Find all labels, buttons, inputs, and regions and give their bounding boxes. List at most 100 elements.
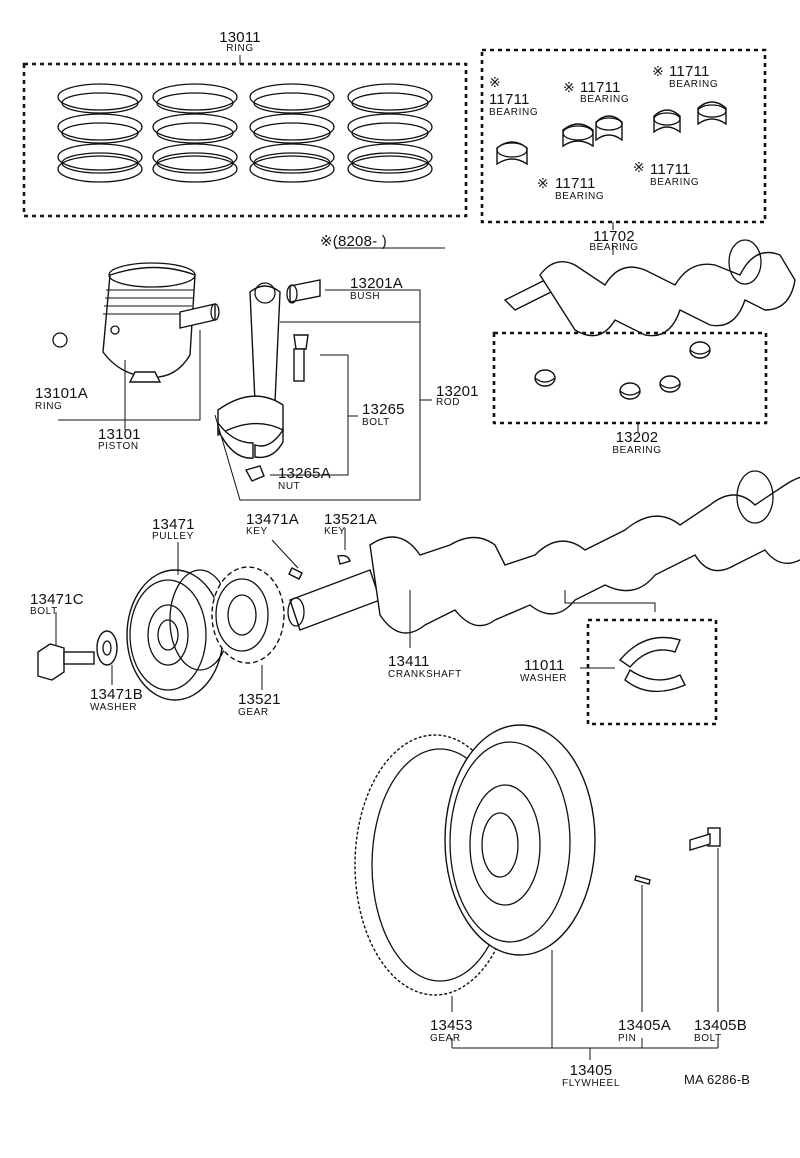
rod-bearing-shell-1 bbox=[534, 369, 556, 387]
bearing-e-mark: ※ bbox=[537, 175, 549, 191]
rod-bearing-set-group bbox=[492, 331, 768, 432]
rod-leader-lines bbox=[58, 289, 432, 501]
bearing-d-mark: ※ bbox=[633, 159, 645, 175]
bearing-b-name: BEARING bbox=[580, 94, 630, 105]
thrust-washer-dashed-box bbox=[586, 618, 718, 726]
bearing-c-mark: ※ bbox=[652, 63, 664, 79]
gear-key-name: KEY bbox=[324, 526, 346, 537]
bearing-a-name: BEARING bbox=[489, 107, 539, 118]
rod-nut-number: 13265A bbox=[278, 465, 331, 482]
flywheel-drawing bbox=[444, 724, 596, 1048]
thrust-washer-name: WASHER bbox=[520, 673, 568, 684]
bearing-e-number: 11711 bbox=[555, 175, 596, 192]
bearing-c-number: 11711 bbox=[669, 63, 710, 80]
ring-stack-1 bbox=[57, 83, 143, 183]
main-bearing-set-group bbox=[480, 48, 767, 230]
rod-nut-name: NUT bbox=[278, 481, 301, 492]
fw-bolt-name: BOLT bbox=[694, 1033, 722, 1044]
rod-name: ROD bbox=[436, 397, 461, 408]
washer-name: WASHER bbox=[90, 702, 138, 713]
pin-name: PIN bbox=[618, 1033, 637, 1044]
piston-ring-number: 13101A bbox=[35, 385, 88, 402]
ring-stack-2 bbox=[152, 83, 238, 183]
ring-stack-3 bbox=[249, 83, 335, 183]
pulley-drawing bbox=[126, 569, 231, 701]
pin-number: 13405A bbox=[618, 1017, 671, 1034]
bearing-shell-c bbox=[595, 115, 623, 142]
pulley-key-drawing bbox=[288, 567, 303, 580]
rod-bolt-name: BOLT bbox=[362, 417, 390, 428]
thrust-washer-number: 11011 bbox=[524, 657, 565, 674]
crank-gear-drawing bbox=[211, 566, 285, 664]
pulley-washer-drawing bbox=[96, 630, 118, 685]
ring-stack-4 bbox=[347, 83, 433, 183]
main-bearing-number: 11702 bbox=[593, 228, 635, 245]
rod-bush-drawing bbox=[286, 279, 321, 304]
rod-bearing-shell-2 bbox=[619, 382, 641, 400]
pulley-name: PULLEY bbox=[152, 531, 194, 542]
crankshaft-drawing bbox=[287, 470, 800, 648]
washer-number: 13471B bbox=[90, 686, 143, 703]
fw-bolt-number: 13405B bbox=[694, 1017, 747, 1034]
footer-code: MA 6286-B bbox=[684, 1072, 751, 1087]
flywheel-leader-lines bbox=[451, 1038, 719, 1060]
bearing-b-number: 11711 bbox=[580, 79, 621, 96]
bearing-a-number: 11711 bbox=[489, 91, 530, 108]
ring-gear-name: GEAR bbox=[430, 1033, 461, 1044]
rod-bearing-shell-4 bbox=[689, 341, 711, 359]
connecting-rod-drawing bbox=[217, 282, 284, 459]
crankshaft-number: 13411 bbox=[388, 653, 430, 670]
bush-number: 13201A bbox=[350, 275, 403, 292]
crankshaft-name: CRANKSHAFT bbox=[388, 669, 462, 680]
piston-number: 13101 bbox=[98, 426, 141, 443]
crank-gear-number: 13521 bbox=[238, 691, 281, 708]
rod-bearing-dashed-box bbox=[492, 331, 768, 425]
main-bearing-name: BEARING bbox=[589, 242, 639, 253]
date-note-underline bbox=[335, 247, 445, 249]
flywheel-bolt-drawing bbox=[689, 827, 721, 1012]
pulley-bolt-name: BOLT bbox=[30, 606, 58, 617]
rod-number: 13201 bbox=[436, 383, 479, 400]
gear-key-number: 13521A bbox=[324, 511, 377, 528]
rod-bearing-name: BEARING bbox=[612, 445, 662, 456]
rod-bearing-number: 13202 bbox=[615, 429, 659, 446]
pulley-bolt-drawing bbox=[37, 612, 95, 681]
ring-gear-number: 13453 bbox=[430, 1017, 473, 1034]
ring-set-dashed-box bbox=[22, 62, 468, 218]
bearing-shell-b bbox=[562, 123, 594, 148]
main-bearing-dashed-box bbox=[480, 48, 767, 224]
bearing-c-name: BEARING bbox=[669, 79, 719, 90]
bearing-d-number: 11711 bbox=[650, 161, 691, 178]
bearing-shell-a bbox=[496, 141, 528, 166]
bush-name: BUSH bbox=[350, 291, 381, 302]
piston-ring-name: RING bbox=[35, 401, 63, 412]
piston-drawing bbox=[102, 262, 220, 383]
bearing-b-mark: ※ bbox=[563, 79, 575, 95]
pulley-number: 13471 bbox=[152, 516, 195, 533]
flywheel-pin-drawing bbox=[634, 875, 651, 1012]
piston-name: PISTON bbox=[98, 441, 139, 452]
pulley-key-number: 13471A bbox=[246, 511, 299, 528]
thrust-washer-drawing bbox=[564, 590, 718, 726]
upper-crankshaft-drawing bbox=[503, 239, 796, 337]
bearing-shell-e bbox=[697, 101, 727, 126]
bearing-d-name: BEARING bbox=[650, 177, 700, 188]
rod-bearing-shell-3 bbox=[659, 375, 681, 393]
piston-ring-set-group bbox=[22, 55, 468, 218]
rod-bolt-number: 13265 bbox=[362, 401, 405, 418]
flywheel-number: 13405 bbox=[569, 1062, 613, 1079]
ring-set-name: RING bbox=[226, 43, 254, 54]
flywheel-name: FLYWHEEL bbox=[562, 1078, 620, 1089]
bearing-e-name: BEARING bbox=[555, 191, 605, 202]
gear-key-drawing bbox=[337, 554, 351, 565]
crank-gear-name: GEAR bbox=[238, 707, 269, 718]
pulley-bolt-number: 13471C bbox=[30, 591, 84, 608]
rod-nut-drawing bbox=[244, 465, 265, 482]
rod-bolt-drawing bbox=[293, 334, 309, 382]
ring-set-number: 13011 bbox=[219, 29, 261, 46]
bearing-a-mark: ※ bbox=[489, 74, 501, 90]
bearing-shell-d bbox=[653, 109, 681, 134]
pulley-key-name: KEY bbox=[246, 526, 268, 537]
date-note: ※(8208- ) bbox=[320, 233, 387, 250]
